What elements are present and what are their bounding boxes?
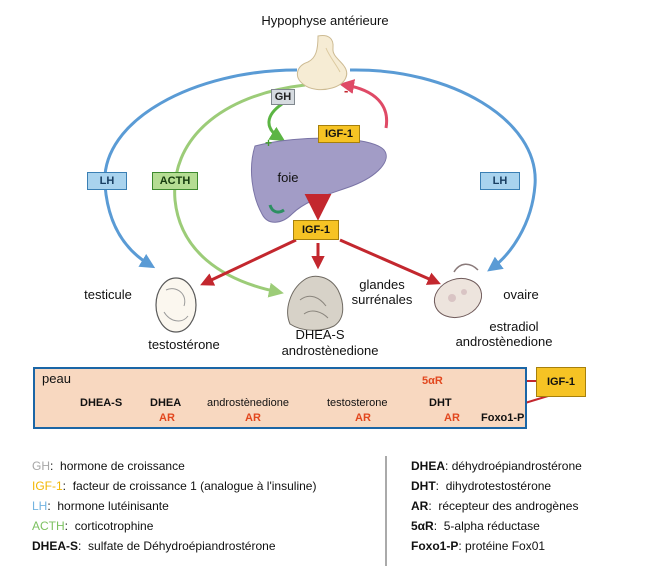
legend-key-5ar: 5αR xyxy=(411,519,434,533)
igf1-to-ovary-arrow xyxy=(339,238,441,285)
ovary-product-1: estradiol xyxy=(489,319,539,334)
lh-arrow-right xyxy=(349,68,537,272)
legend-key-dheas: DHEA-S xyxy=(32,539,79,553)
ar-testosterone: AR xyxy=(355,412,371,424)
adrenal-product-2: androstènedione xyxy=(281,343,379,358)
foxo-label: Foxo1-P xyxy=(481,412,525,424)
legend-right-item: Foxo1-P: protéine Fox01 xyxy=(411,539,546,553)
adrenal-label-1: glandes xyxy=(359,277,405,292)
testis xyxy=(155,277,197,333)
igf1-to-testis-arrow xyxy=(200,238,297,286)
minus-sign: - xyxy=(344,83,349,98)
legend-right-item: DHT: dihydrotestostérone xyxy=(411,479,552,493)
legend-key-dhea: DHEA xyxy=(411,459,446,473)
legend-key-foxo: Foxo1-P xyxy=(411,539,459,553)
ovary-label: ovaire xyxy=(503,287,539,302)
adrenal-label-2: surrénales xyxy=(351,292,413,307)
legend-right-item: DHEA: déhydroépiandrostérone xyxy=(411,459,582,473)
skin-step-androstenedione: androstènedione xyxy=(207,397,289,409)
legend-left-item: IGF-1: facteur de croissance 1 (analogue… xyxy=(32,479,317,493)
legend-key-acth: ACTH xyxy=(32,519,65,533)
legend-key-gh: GH xyxy=(32,459,50,473)
legend-key-ar: AR xyxy=(411,499,429,513)
legend-key-dht: DHT xyxy=(411,479,436,493)
skin-step-dheas: DHEA-S xyxy=(80,397,123,409)
lh-box-left: LH xyxy=(87,172,127,190)
ar-dhea: AR xyxy=(159,412,175,424)
testis-product: testostérone xyxy=(148,337,220,352)
legend-right-item: AR: récepteur des androgènes xyxy=(411,499,579,513)
pituitary-title: Hypophyse antérieure xyxy=(261,13,389,28)
legend-left-item: LH: hormone lutéinisante xyxy=(32,499,169,513)
liver-label: foie xyxy=(277,170,299,185)
legend-key-lh: LH xyxy=(32,499,48,513)
adrenal-gland xyxy=(287,275,344,331)
legend-left-item: ACTH: corticotrophine xyxy=(32,519,154,533)
skin-step-testosterone: testosterone xyxy=(327,397,388,409)
igf1-box-top: IGF-1 xyxy=(318,125,360,143)
gh-box: GH xyxy=(271,89,295,105)
igf1-box-liver: IGF-1 xyxy=(293,220,339,240)
skin-label: peau xyxy=(42,371,71,386)
skin-step-dht: DHT xyxy=(429,397,452,409)
legend-key-igf1: IGF-1 xyxy=(32,479,63,493)
testis-label: testicule xyxy=(84,287,132,302)
ar-androstenedione: AR xyxy=(245,412,261,424)
enzyme-5ar: 5αR xyxy=(422,375,443,387)
ovary xyxy=(433,263,483,319)
pituitary-gland xyxy=(296,35,348,91)
gh-arrow xyxy=(267,102,286,142)
ar-dht: AR xyxy=(444,412,460,424)
igf1-feedback-arrow xyxy=(339,79,389,129)
plus-sign: + xyxy=(265,136,273,150)
skin-box xyxy=(33,367,527,429)
lh-arrow-left xyxy=(103,68,298,269)
skin-step-dhea: DHEA xyxy=(150,397,182,409)
acth-box: ACTH xyxy=(152,172,198,190)
lh-box-right: LH xyxy=(480,172,520,190)
adrenal-product-1: DHEA-S xyxy=(295,327,345,342)
ovary-product-2: androstènedione xyxy=(455,334,553,349)
igf1-box-side: IGF-1 xyxy=(536,367,586,397)
legend-left-item: GH: hormone de croissance xyxy=(32,459,185,473)
legend-right-item: 5αR: 5-alpha réductase xyxy=(411,519,540,533)
legend-left-item: DHEA-S: sulfate de Déhydroépiandrostéron… xyxy=(32,539,276,553)
